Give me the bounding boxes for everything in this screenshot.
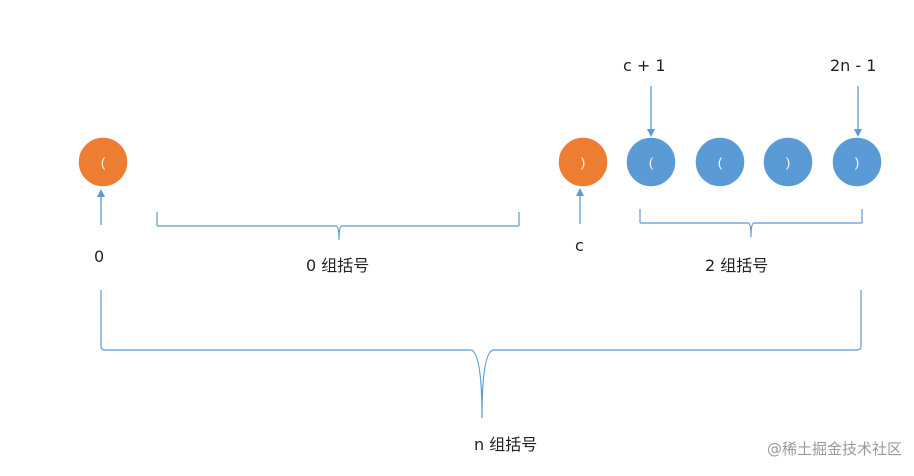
label-index-c-plus-1: c + 1: [623, 56, 666, 75]
node-open-blue-1: (: [625, 136, 677, 188]
watermark-text: @稀土掘金技术社区: [766, 440, 902, 458]
svg-text:): ): [855, 155, 859, 170]
svg-text:(: (: [101, 155, 106, 170]
label-index-c: c: [575, 236, 584, 255]
brace-group-n: [100, 290, 862, 419]
label-index-zero: 0: [94, 247, 105, 266]
brace-group-zero: [156, 212, 520, 241]
node-close-blue-1: ): [762, 136, 814, 188]
node-close-blue-2: ): [831, 136, 883, 188]
label-group-two: 2 组括号: [705, 256, 769, 275]
label-group-n: n 组括号: [474, 435, 538, 454]
svg-text:): ): [581, 155, 585, 170]
label-group-zero: 0 组括号: [306, 256, 370, 275]
brace-group-two: [639, 209, 863, 238]
node-close-orange: ): [557, 136, 609, 188]
label-index-2n-minus-1: 2n - 1: [830, 56, 877, 75]
svg-text:): ): [786, 155, 790, 170]
node-open-blue-2: (: [694, 136, 746, 188]
svg-text:(: (: [649, 155, 654, 170]
node-open-orange: (: [77, 136, 129, 188]
svg-text:(: (: [718, 155, 723, 170]
